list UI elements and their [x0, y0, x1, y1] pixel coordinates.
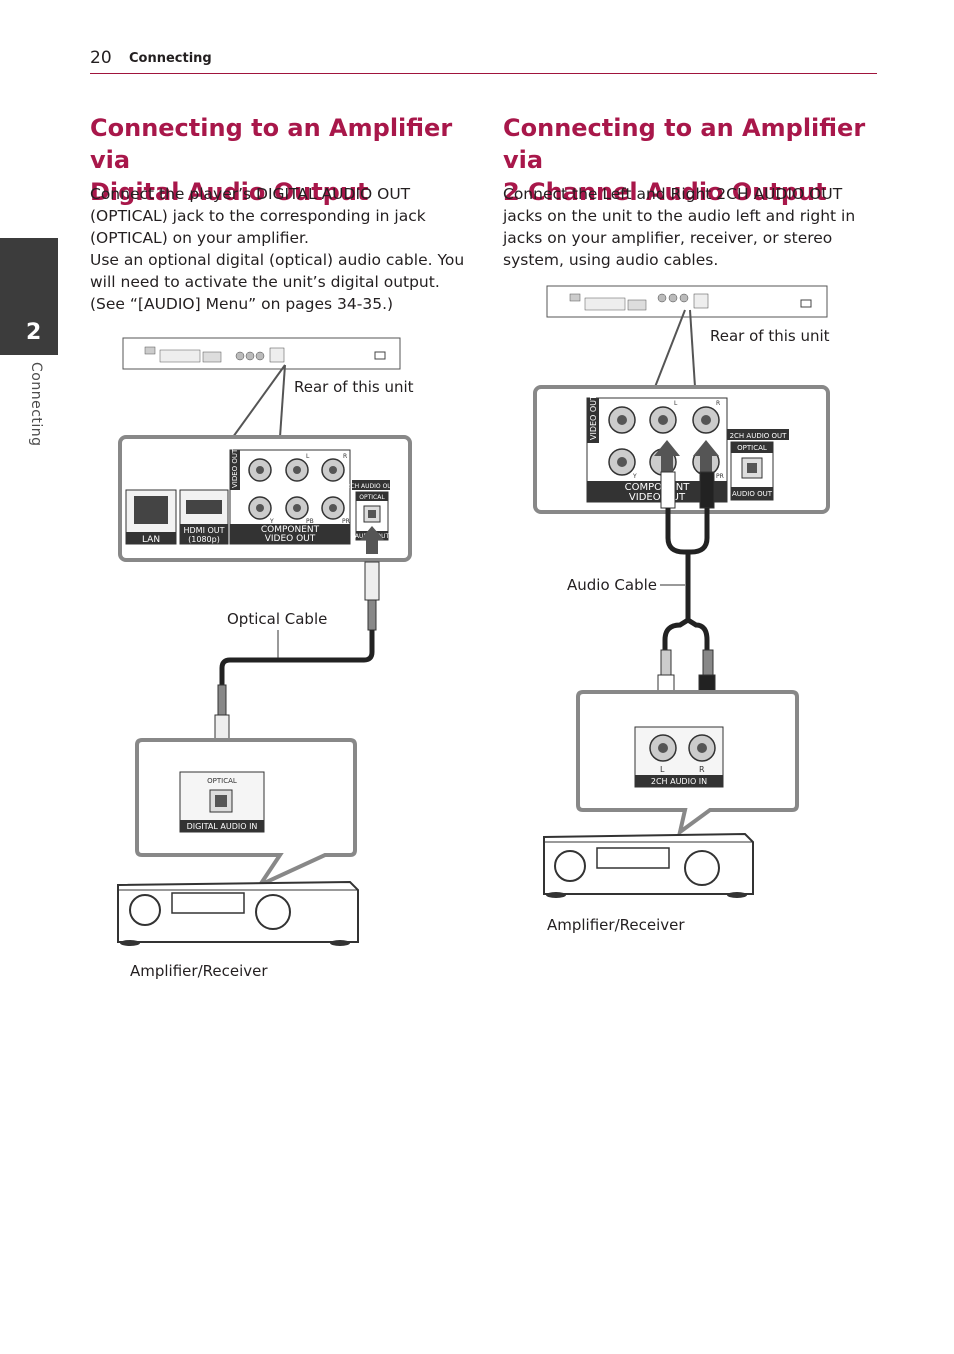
left-para-1: Connect the player’s DIGITAL AUDIO OUT (…	[90, 185, 426, 247]
left-pb-label: PB	[306, 518, 314, 525]
right-optical-label: OPTICAL	[737, 444, 767, 452]
up-arrow-right-jack	[693, 440, 719, 472]
up-arrow-optical	[360, 526, 384, 554]
left-amp-label: Amplifier/Receiver	[130, 962, 268, 980]
right-body: Connect the Left and Right 2CH AUDIO OUT…	[503, 183, 873, 271]
left-title-line2: Digital Audio Output	[90, 178, 369, 206]
amp-panel-zoom: OPTICAL DIGITAL AUDIO IN	[135, 738, 357, 890]
amp-optical-label: OPTICAL	[207, 777, 237, 785]
chapter-tab	[0, 238, 58, 355]
right-component-1: COMPONENT	[625, 482, 691, 493]
right-section-title: Connecting to an Amplifier via 2 Channel…	[503, 112, 903, 208]
hdmi-res-label: (1080p)	[188, 535, 220, 544]
left-rear-label: Rear of this unit	[294, 378, 414, 396]
left-cable-label: Optical Cable	[227, 610, 327, 628]
right-component-2: VIDEO OUT	[629, 492, 686, 503]
right-video-out-label: VIDEO OUT	[589, 395, 598, 440]
right-pr-label: PR	[716, 473, 724, 480]
player-rear-panel-zoom-right: VIDEO OUT L R Y PR COMPONENT VIDEO OUT 2…	[533, 385, 830, 514]
right-r-label: R	[716, 400, 720, 407]
up-arrow-left-jack	[654, 440, 680, 472]
analog-connection-diagram: Rear of this unit VIDEO OUT L R Y PR COM…	[533, 285, 830, 934]
amp-r-label: R	[699, 765, 705, 774]
optical-connection-diagram: Rear of this unit LAN HDMI OUT (1080p) V…	[117, 337, 414, 980]
right-amp-label: Amplifier/Receiver	[547, 916, 685, 934]
right-title-line2: 2 Channel Audio Output	[503, 178, 827, 206]
left-pr-label: PR	[342, 518, 350, 525]
player-rear-strip-right	[546, 285, 828, 318]
right-cable-label: Audio Cable	[567, 576, 657, 594]
right-audio-out-label: AUDIO OUT	[732, 490, 773, 498]
amp-panel-zoom-right: L R 2CH AUDIO IN	[576, 690, 799, 837]
amplifier-receiver-right	[543, 832, 754, 898]
right-l-label: L	[674, 400, 678, 407]
left-r-label: R	[343, 453, 347, 460]
left-section-title: Connecting to an Amplifier via Digital A…	[90, 112, 480, 208]
right-2ch-label: 2CH AUDIO OUT	[730, 432, 788, 440]
left-para-2: Use an optional digital (optical) audio …	[90, 251, 465, 313]
component-label-2: VIDEO OUT	[265, 534, 316, 544]
digital-audio-in-label: DIGITAL AUDIO IN	[187, 822, 258, 831]
left-y-label: Y	[269, 518, 274, 525]
left-title-line1: Connecting to an Amplifier via	[90, 114, 453, 174]
section-title: Connecting	[129, 51, 212, 66]
amp-2ch-in-label: 2CH AUDIO IN	[651, 777, 707, 786]
right-rear-label: Rear of this unit	[710, 327, 830, 345]
left-optical-label: OPTICAL	[359, 494, 385, 501]
page-number: 20	[90, 48, 112, 68]
right-y-label: Y	[632, 473, 637, 480]
player-rear-panel-zoom: LAN HDMI OUT (1080p) VIDEO OUT L R Y PB …	[118, 435, 412, 562]
component-label-1: COMPONENT	[261, 525, 320, 535]
lan-label: LAN	[142, 535, 160, 545]
left-2ch-label: 2CH AUDIO OUT	[347, 483, 396, 490]
left-body: Connect the player’s DIGITAL AUDIO OUT (…	[90, 183, 470, 315]
chapter-number: 2	[26, 320, 42, 345]
right-title-line1: Connecting to an Amplifier via	[503, 114, 866, 174]
video-out-label: VIDEO OUT	[231, 448, 239, 488]
header-rule	[90, 73, 877, 74]
chapter-side-label-text: Connecting	[28, 362, 44, 447]
optical-cable	[214, 561, 380, 754]
amplifier-receiver-left	[117, 880, 359, 946]
player-rear-strip	[122, 337, 401, 370]
left-l-label: L	[306, 453, 310, 460]
hdmi-label: HDMI OUT	[183, 526, 224, 535]
right-para-1: Connect the Left and Right 2CH AUDIO OUT…	[503, 185, 856, 269]
amp-l-label: L	[660, 765, 665, 774]
chapter-side-label: Connecting	[20, 362, 50, 462]
